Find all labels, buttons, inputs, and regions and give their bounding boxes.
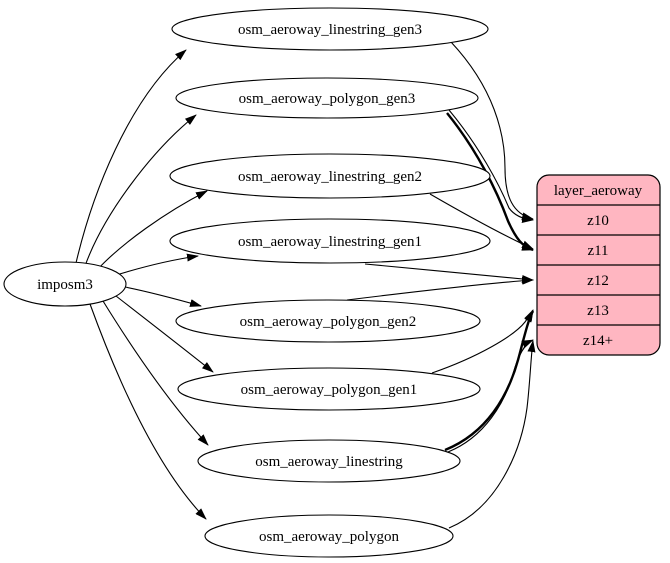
edge-imposm3-to-polygon-gen3 [84,114,197,267]
node-layer-aeroway: layer_aeroway z10 z11 z12 z13 z14+ [536,174,661,356]
node-imposm3: imposm3 [3,261,127,307]
table-ellipse [169,153,491,199]
table-ellipse [169,218,491,264]
edge-imposm3-to-polygon-gen1 [115,295,214,373]
edge-polygon-gen3-to-z10 [448,109,534,223]
edge-linestring-gen3-to-z10 [450,41,534,221]
node-osm-aeroway-linestring: osm_aeroway_linestring [197,439,461,483]
edges-to-layer-aeroway [346,41,536,529]
edge-imposm3-to-linestring-gen2 [96,190,208,271]
edge-linestring-to-z13 [444,310,535,452]
table-ellipse [171,7,489,51]
table-label: osm_aeroway_polygon [259,529,399,545]
edges-from-imposm3 [75,49,214,520]
table-label: osm_aeroway_linestring_gen2 [238,169,422,185]
table-ellipse [177,367,481,411]
table-label: osm_aeroway_polygon_gen2 [240,314,417,330]
node-osm-aeroway-polygon-gen2: osm_aeroway_polygon_gen2 [175,299,481,343]
table-label: osm_aeroway_linestring_gen3 [238,22,422,38]
node-osm-aeroway-linestring-gen2: osm_aeroway_linestring_gen2 [169,153,491,199]
layer-row-z14: z14+ [583,333,613,349]
edge-imposm3-to-linestring-gen1 [112,253,199,277]
node-osm-aeroway-polygon-gen1: osm_aeroway_polygon_gen1 [177,367,481,411]
table-label: osm_aeroway_linestring_gen1 [238,234,422,250]
table-ellipse [175,77,479,119]
table-label: osm_aeroway_linestring [255,454,403,470]
edge-imposm3-to-polygon [89,303,207,520]
table-ellipse [175,299,481,343]
layer-row-z13: z13 [587,303,609,319]
layer-aeroway-title: layer_aeroway [554,183,643,199]
node-osm-aeroway-polygon: osm_aeroway_polygon [204,514,454,558]
edge-linestring-to-z14 [447,339,534,453]
table-ellipse [197,439,461,483]
table-ellipse [204,514,454,558]
node-osm-aeroway-linestring-gen1: osm_aeroway_linestring_gen1 [169,218,491,264]
edge-polygon-to-z14 [448,340,536,529]
layer-row-z12: z12 [587,273,609,289]
edge-imposm3-to-linestring-gen3 [75,49,187,264]
edge-linestring-gen2-to-z11 [429,193,534,250]
edge-polygon-gen2-to-z12 [346,276,534,301]
layer-row-z10: z10 [587,213,609,229]
table-label: osm_aeroway_polygon_gen3 [239,91,416,107]
layer-row-z11: z11 [587,243,608,259]
edge-linestring-gen1-to-z12 [364,263,534,283]
table-label: osm_aeroway_polygon_gen1 [241,382,418,398]
node-osm-aeroway-linestring-gen3: osm_aeroway_linestring_gen3 [171,7,489,51]
imposm3-ellipse [3,261,127,307]
edge-imposm3-to-polygon-gen2 [124,286,202,307]
node-osm-aeroway-polygon-gen3: osm_aeroway_polygon_gen3 [175,77,479,119]
edge-imposm3-to-linestring [102,300,209,446]
imposm3-label: imposm3 [37,277,93,293]
